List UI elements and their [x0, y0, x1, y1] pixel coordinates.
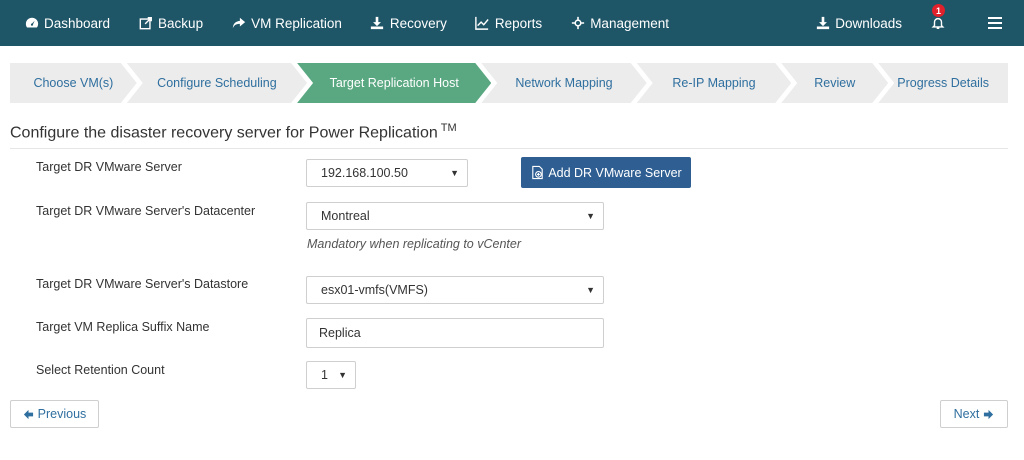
nav-management-label: Management [590, 15, 669, 31]
download-icon [815, 16, 830, 31]
reports-icon [475, 16, 490, 31]
replication-icon [231, 16, 246, 31]
retention-select-value: 1 [321, 368, 328, 382]
step-network-mapping[interactable]: Network Mapping [481, 63, 646, 103]
caret-down-icon: ▼ [450, 168, 459, 178]
nav-downloads-label: Downloads [835, 15, 902, 31]
step-re-ip-mapping[interactable]: Re-IP Mapping [637, 63, 792, 103]
nav-vm-replication[interactable]: VM Replication [231, 0, 342, 46]
caret-down-icon: ▼ [338, 370, 347, 380]
suffix-input[interactable] [306, 318, 604, 348]
wizard-steps: Choose VM(s) Configure Scheduling Target… [10, 63, 1008, 103]
top-navbar: Dashboard Backup VM Replication Recovery… [0, 0, 1024, 46]
caret-down-icon: ▼ [586, 285, 595, 295]
suffix-label: Target VM Replica Suffix Name [36, 320, 210, 334]
nav-vm-replication-label: VM Replication [251, 15, 342, 31]
previous-button[interactable]: Previous [10, 400, 99, 428]
datastore-label: Target DR VMware Server's Datastore [36, 277, 249, 291]
main-nav: Dashboard Backup VM Replication Recovery… [0, 0, 697, 46]
notifications-button[interactable]: 1 [928, 4, 948, 33]
datacenter-select-value: Montreal [321, 209, 370, 223]
step-configure-scheduling[interactable]: Configure Scheduling [127, 63, 307, 103]
hamburger-menu-icon[interactable] [988, 17, 1002, 29]
recovery-icon [370, 16, 385, 31]
step-target-replication-host[interactable]: Target Replication Host [297, 63, 491, 103]
add-server-icon [532, 165, 544, 180]
page-title: Configure the disaster recovery server f… [10, 122, 457, 142]
nav-recovery[interactable]: Recovery [370, 0, 447, 46]
datacenter-hint: Mandatory when replicating to vCenter [307, 237, 522, 251]
next-button-label: Next [953, 407, 980, 421]
server-select-value: 192.168.100.50 [321, 166, 408, 180]
retention-select[interactable]: 1 ▼ [306, 361, 356, 389]
notification-badge: 1 [932, 4, 945, 17]
nav-management[interactable]: Management [570, 0, 669, 46]
page-title-text: Configure the disaster recovery server f… [10, 124, 438, 142]
datacenter-select[interactable]: Montreal ▼ [306, 202, 604, 230]
nav-dashboard-label: Dashboard [44, 15, 111, 31]
add-dr-vmware-server-button[interactable]: Add DR VMware Server [521, 157, 691, 188]
add-dr-vmware-server-label: Add DR VMware Server [548, 165, 682, 180]
nav-backup[interactable]: Backup [138, 0, 203, 46]
nav-downloads[interactable]: Downloads [815, 0, 902, 46]
previous-button-label: Previous [37, 407, 87, 421]
nav-right: Downloads 1 [815, 0, 1024, 46]
datastore-select[interactable]: esx01-vmfs(VMFS) ▼ [306, 276, 604, 304]
title-divider [10, 148, 1008, 149]
next-button[interactable]: Next [940, 400, 1008, 428]
nav-reports-label: Reports [494, 15, 543, 31]
management-icon [570, 16, 585, 31]
dashboard-icon [24, 16, 39, 31]
step-review[interactable]: Review [781, 63, 888, 103]
server-label: Target DR VMware Server [36, 160, 182, 174]
nav-backup-label: Backup [158, 15, 204, 31]
nav-recovery-label: Recovery [389, 15, 447, 31]
datastore-select-value: esx01-vmfs(VMFS) [321, 283, 428, 297]
datacenter-label: Target DR VMware Server's Datacenter [36, 204, 256, 218]
bell-icon [931, 17, 945, 29]
arrow-left-icon [23, 409, 33, 419]
arrow-right-icon [984, 409, 994, 419]
caret-down-icon: ▼ [586, 211, 595, 221]
step-progress-details[interactable]: Progress Details [878, 63, 1008, 103]
step-choose-vms[interactable]: Choose VM(s) [10, 63, 137, 103]
backup-icon [138, 16, 153, 31]
retention-label: Select Retention Count [36, 363, 165, 377]
server-select[interactable]: 192.168.100.50 ▼ [306, 159, 468, 187]
nav-reports[interactable]: Reports [475, 0, 542, 46]
nav-dashboard[interactable]: Dashboard [24, 0, 110, 46]
trademark-mark: TM [440, 122, 457, 134]
